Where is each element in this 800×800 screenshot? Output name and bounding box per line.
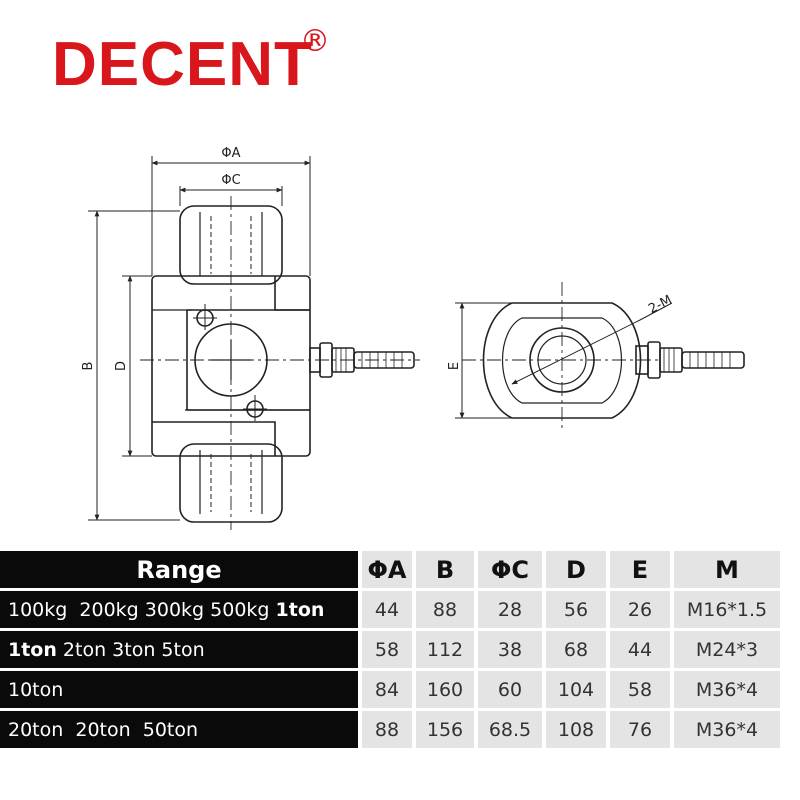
value-cell: 88: [362, 711, 412, 748]
value-cell: 108: [546, 711, 606, 748]
range-text: 1ton: [275, 598, 325, 621]
dim-label-d: D: [114, 361, 129, 371]
value-cell: 44: [362, 591, 412, 628]
value-cell: 26: [610, 591, 670, 628]
range-cell: 100kg 200kg 300kg 500kg 1ton: [0, 591, 358, 628]
value-cell: 44: [610, 631, 670, 668]
value-cell: 160: [416, 671, 474, 708]
header-m: M: [674, 551, 780, 588]
value-cell: M24*3: [674, 631, 780, 668]
range-text: 10ton: [8, 678, 64, 701]
value-cell: 68: [546, 631, 606, 668]
value-cell: 156: [416, 711, 474, 748]
value-cell: 68.5: [478, 711, 542, 748]
value-cell: M36*4: [674, 671, 780, 708]
dim-label-m: 2-M: [646, 293, 674, 317]
range-text: 20ton 20ton 50ton: [8, 718, 199, 741]
dim-label-e: E: [447, 362, 462, 370]
dim-label-b: B: [81, 362, 96, 371]
range-text: 100kg 200kg 300kg 500kg: [8, 598, 276, 621]
header-phi-a: ΦA: [362, 551, 412, 588]
value-cell: M16*1.5: [674, 591, 780, 628]
header-phi-c: ΦC: [478, 551, 542, 588]
value-cell: 28: [478, 591, 542, 628]
range-cell: 1ton 2ton 3ton 5ton: [0, 631, 358, 668]
side-view: [462, 282, 745, 432]
load-cell-drawing: ΦA ΦC B D E 2-M: [81, 146, 745, 530]
value-cell: 56: [546, 591, 606, 628]
table-header-row: Range ΦA B ΦC D E M: [0, 551, 780, 588]
range-cell: 20ton 20ton 50ton: [0, 711, 358, 748]
dim-label-phi-a: ΦA: [221, 146, 240, 161]
value-cell: M36*4: [674, 711, 780, 748]
brand-logo: DECENT: [52, 30, 313, 99]
range-cell: 10ton: [0, 671, 358, 708]
value-cell: 58: [362, 631, 412, 668]
registered-mark: ®: [300, 24, 330, 59]
value-cell: 38: [478, 631, 542, 668]
header-e: E: [610, 551, 670, 588]
dim-label-phi-c: ΦC: [221, 173, 240, 188]
range-text: 1ton: [8, 638, 57, 661]
value-cell: 84: [362, 671, 412, 708]
value-cell: 60: [478, 671, 542, 708]
value-cell: 112: [416, 631, 474, 668]
header-b: B: [416, 551, 474, 588]
header-range: Range: [0, 551, 358, 588]
front-view: [140, 196, 420, 530]
value-cell: 104: [546, 671, 606, 708]
spec-table: Range ΦA B ΦC D E M 100kg 200kg 300kg 50…: [0, 548, 780, 751]
header-d: D: [546, 551, 606, 588]
value-cell: 88: [416, 591, 474, 628]
value-cell: 58: [610, 671, 670, 708]
range-text: 2ton 3ton 5ton: [56, 638, 205, 661]
value-cell: 76: [610, 711, 670, 748]
